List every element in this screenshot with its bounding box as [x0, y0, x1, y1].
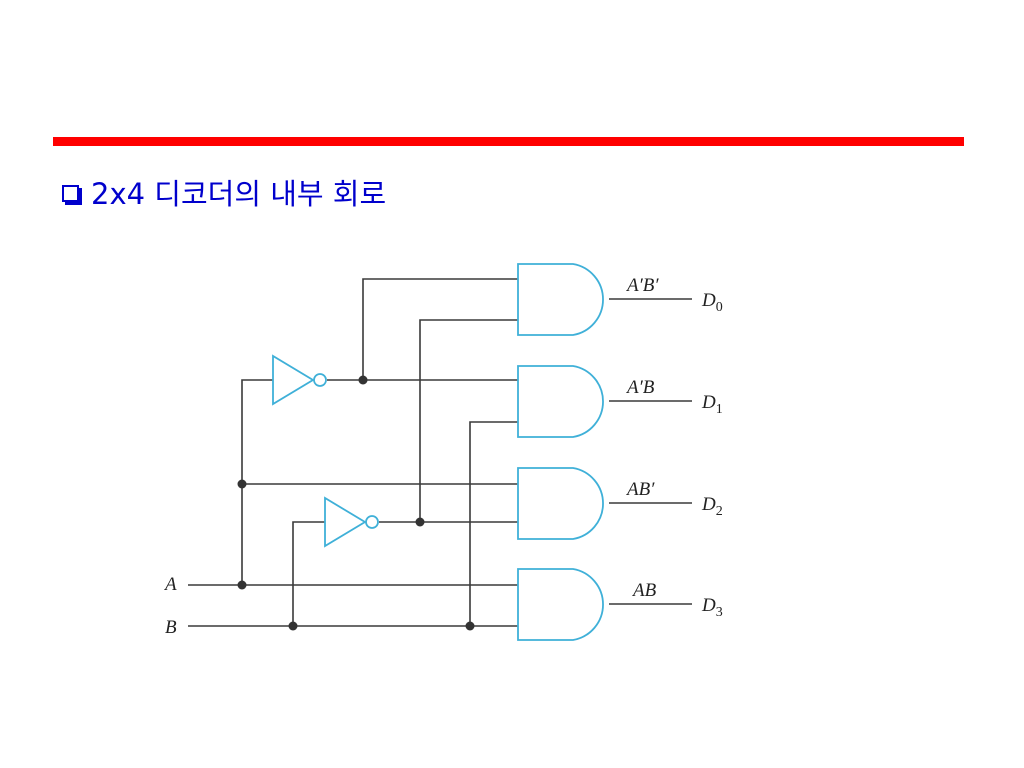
input-label-a: A — [163, 574, 177, 595]
title-divider-bar — [53, 137, 964, 146]
expr-label-0: A′B′ — [625, 275, 659, 296]
expr-label-1: A′B — [625, 377, 655, 398]
slide-title-text: 2x4 디코더의 내부 회로 — [91, 177, 387, 211]
wire-a-to-inverter — [241, 379, 273, 585]
and-gate-0 — [517, 263, 604, 336]
not-gate-a — [272, 354, 327, 406]
output-label-d2: D2 — [701, 494, 723, 519]
square-bullet-icon — [62, 184, 79, 202]
output-label-d3: D3 — [701, 595, 723, 620]
wire-a-not-to-gate0 — [362, 278, 518, 380]
and-gate-1 — [517, 365, 604, 438]
junction-dot — [465, 621, 475, 631]
output-label-d1: D1 — [701, 392, 723, 417]
junction-dot — [288, 621, 298, 631]
wire-b-to-inverter — [292, 521, 325, 626]
and-gate-3 — [517, 568, 604, 641]
wire-b-not-to-gate0 — [419, 319, 518, 522]
output-label-d0: D0 — [701, 290, 723, 315]
expr-label-2: AB′ — [625, 479, 655, 500]
junction-dot — [358, 375, 368, 385]
wire-b-to-gate1 — [469, 421, 518, 626]
junction-dot — [237, 479, 247, 489]
and-gate-2 — [517, 467, 604, 540]
expr-label-3: AB — [631, 580, 657, 601]
junction-dot — [415, 517, 425, 527]
junction-dot — [237, 580, 247, 590]
input-label-b: B — [165, 617, 177, 638]
slide-title: 2x4 디코더의 내부 회로 — [62, 170, 386, 214]
not-gate-b — [324, 496, 379, 548]
